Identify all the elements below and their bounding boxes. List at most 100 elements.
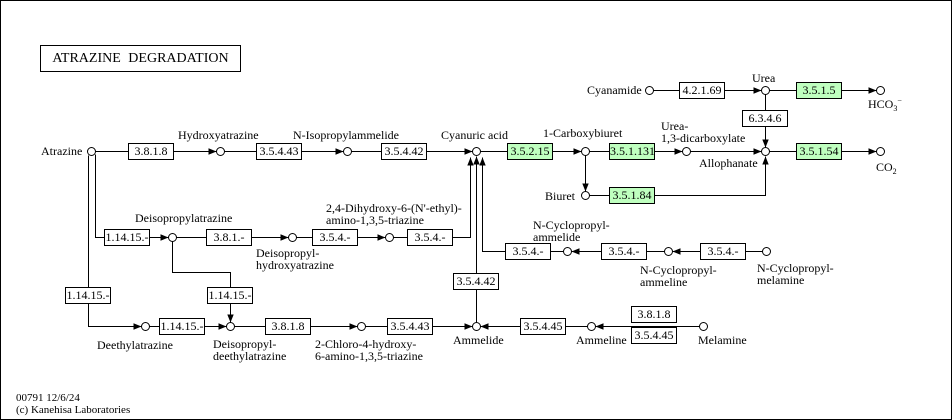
enzyme-box-3-8-1-8-melamine-step[interactable]: 3.8.1.8 (631, 306, 677, 323)
compound-label-cyanamide: Cyanamide (587, 83, 642, 97)
enzyme-box-3-5-1-84[interactable]: 3.5.1.84 (609, 187, 655, 204)
compound-label-deisopropylatrazine: Deisopropylatrazine (135, 211, 233, 225)
compound-node-melamine[interactable] (699, 322, 708, 331)
compound-node-n-isopropylammelide[interactable] (343, 147, 352, 156)
compound-node-deisopropylhydroxyatrazine[interactable] (288, 233, 297, 242)
compound-label-allophanate: Allophanate (699, 156, 758, 170)
compound-node-ammelide[interactable] (472, 322, 481, 331)
compound-node-chloro-triazine[interactable] (357, 322, 366, 331)
compound-label-urea-1-3-dicarboxylate: Urea- 1,3-dicarboxylate (661, 120, 745, 144)
compound-node-cyanuric-acid[interactable] (472, 147, 481, 156)
enzyme-box-3-5-4-43-ammelide-step[interactable]: 3.5.4.43 (387, 318, 433, 335)
copyright-notice: (c) Kanehisa Laboratories (16, 404, 131, 416)
compound-node-n-cyclopropylammelide[interactable] (563, 247, 572, 256)
formula-superscript: − (897, 96, 902, 105)
compound-label-ammelide: Ammelide (453, 333, 504, 347)
compound-node-1-carboxybiuret[interactable] (581, 147, 590, 156)
enzyme-box-3-5-4-42-isopropylammelide-step[interactable]: 3.5.4.42 (381, 143, 427, 160)
compound-label-line: amino-1,3,5-triazine (326, 213, 424, 227)
compound-label-line: Deisopropyl- (256, 246, 320, 260)
compound-label-line: hydroxyatrazine (256, 258, 334, 272)
compound-label-line: N-Cyclopropyl- (640, 263, 717, 277)
compound-label-line: deethylatrazine (213, 349, 287, 363)
compound-label-line: Deisopropyl- (213, 337, 277, 351)
compound-label-biuret: Biuret (545, 189, 575, 203)
reaction-line-deisopropylatrazine-to-deisopropyldeethylatrazine (172, 241, 234, 323)
reaction-line-atrazine-to-deisopropylatrazine (95, 154, 169, 241)
enzyme-box-1-14-15-deisopropyldeethyl-vertical-step[interactable]: 1.14.15.- (207, 287, 253, 304)
compound-label-n-cyclopropylammeline: N-Cyclopropyl- ammeline (640, 264, 717, 288)
enzyme-box-3-5-4-dash-melamine-step[interactable]: 3.5.4.- (700, 243, 746, 260)
enzyme-box-3-8-1-dash[interactable]: 3.8.1.- (206, 229, 252, 246)
compound-node-ammeline[interactable] (587, 322, 596, 331)
compound-label-line: 6-amino-1,3,5-triazine (315, 349, 423, 363)
enzyme-box-3-5-4-dash-ammeline-step[interactable]: 3.5.4.- (601, 243, 647, 260)
compound-label-atrazine: Atrazine (41, 144, 83, 158)
formula-base: CO (876, 160, 893, 174)
enzyme-box-3-8-1-8-atrazine-step[interactable]: 3.8.1.8 (128, 143, 174, 160)
compound-label-chloro-triazine: 2-Chloro-4-hydroxy- 6-amino-1,3,5-triazi… (315, 338, 423, 362)
enzyme-box-3-5-2-15[interactable]: 3.5.2.15 (507, 143, 553, 160)
enzyme-box-3-5-4-42-ammelide-step[interactable]: 3.5.4.42 (453, 273, 499, 290)
map-title[interactable]: ATRAZINE DEGRADATION (40, 45, 241, 72)
compound-label-hydroxyatrazine: Hydroxyatrazine (178, 128, 259, 142)
enzyme-box-3-5-4-dash-ammelide-step[interactable]: 3.5.4.- (505, 243, 551, 260)
compound-node-deisopropyldeethylatrazine[interactable] (226, 322, 235, 331)
compound-label-line: 2,4-Dihydroxy-6-(N'-ethyl)- (326, 201, 462, 215)
compound-label-line: ammeline (640, 275, 688, 289)
enzyme-box-3-5-4-dash-dihydroxy-step[interactable]: 3.5.4.- (312, 229, 358, 246)
compound-label-line: melamine (757, 273, 805, 287)
compound-node-urea-1-3-dicarboxylate[interactable] (682, 147, 691, 156)
enzyme-box-3-5-1-54[interactable]: 3.5.1.54 (796, 143, 842, 160)
compound-label-line: N-Cyclopropyl- (757, 261, 834, 275)
formula-subscript: 2 (892, 167, 897, 176)
enzyme-box-6-3-4-6[interactable]: 6.3.4.6 (742, 110, 788, 127)
enzyme-box-3-5-4-45-ammeline-to-ammelide[interactable]: 3.5.4.45 (520, 318, 566, 335)
compound-node-cyanamide[interactable] (645, 86, 654, 95)
compound-label-n-cyclopropylammelide: N-Cyclopropyl- ammelide (533, 219, 610, 243)
formula-base: HCO (868, 97, 894, 111)
enzyme-box-3-8-1-8-chloro-step[interactable]: 3.8.1.8 (265, 318, 311, 335)
compound-node-deethylatrazine[interactable] (141, 322, 150, 331)
compound-label-urea: Urea (752, 71, 776, 85)
compound-label-dihydroxy-triazine: 2,4-Dihydroxy-6-(N'-ethyl)- amino-1,3,5-… (326, 202, 462, 226)
enzyme-box-1-14-15-deethylatrazine-step[interactable]: 1.14.15.- (65, 287, 111, 304)
compound-node-deisopropylatrazine[interactable] (168, 233, 177, 242)
compound-node-dihydroxy-triazine[interactable] (385, 233, 394, 242)
compound-label-hco3: HCO3− (868, 96, 902, 113)
formula-subscript: 3 (893, 104, 898, 113)
compound-node-allophanate[interactable] (761, 147, 770, 156)
compound-label-melamine: Melamine (698, 333, 747, 347)
enzyme-box-3-5-1-131[interactable]: 3.5.1.131 (609, 143, 655, 160)
compound-label-ammeline: Ammeline (576, 333, 627, 347)
compound-node-atrazine[interactable] (87, 147, 96, 156)
compound-label-n-isopropylammelide: N-Isopropylammelide (293, 128, 399, 142)
map-id-date: 00791 12/6/24 (16, 392, 80, 404)
enzyme-box-1-14-15-deisopropyldeethyl-horizontal-step[interactable]: 1.14.15.- (159, 318, 205, 335)
compound-label-line: N-Cyclopropyl- (533, 218, 610, 232)
compound-node-biuret[interactable] (581, 191, 590, 200)
compound-node-hydroxyatrazine[interactable] (216, 147, 225, 156)
enzyme-box-1-14-15-deisopropylatrazine-step[interactable]: 1.14.15.- (104, 229, 150, 246)
compound-label-1-carboxybiuret: 1-Carboxybiuret (543, 126, 623, 140)
compound-label-co2: CO2 (876, 160, 897, 176)
compound-node-urea[interactable] (761, 86, 770, 95)
compound-label-line: ammelide (533, 230, 581, 244)
compound-node-hco3[interactable] (876, 86, 885, 95)
compound-node-n-cyclopropylmelamine[interactable] (762, 247, 771, 256)
enzyme-box-4-2-1-69[interactable]: 4.2.1.69 (679, 82, 725, 99)
compound-label-line: Urea- (661, 119, 689, 133)
enzyme-box-3-5-4-45-melamine-step[interactable]: 3.5.4.45 (631, 327, 677, 344)
enzyme-box-3-5-4-43-hydroxyatrazine-step[interactable]: 3.5.4.43 (256, 143, 302, 160)
compound-nodes (87, 86, 885, 331)
compound-node-co2[interactable] (876, 147, 885, 156)
compound-node-n-cyclopropylammeline[interactable] (664, 247, 673, 256)
enzyme-box-3-5-1-5[interactable]: 3.5.1.5 (796, 82, 842, 99)
enzyme-box-3-5-4-dash-to-cyanuric-acid[interactable]: 3.5.4.- (407, 229, 453, 246)
reaction-line-atrazine-to-deethylatrazine (88, 155, 142, 330)
compound-label-deethylatrazine: Deethylatrazine (97, 338, 173, 352)
compound-label-line: 1,3-dicarboxylate (661, 131, 746, 145)
compound-label-deisopropyldeethylatrazine: Deisopropyl- deethylatrazine (213, 338, 286, 362)
compound-label-cyanuric-acid: Cyanuric acid (441, 128, 508, 142)
